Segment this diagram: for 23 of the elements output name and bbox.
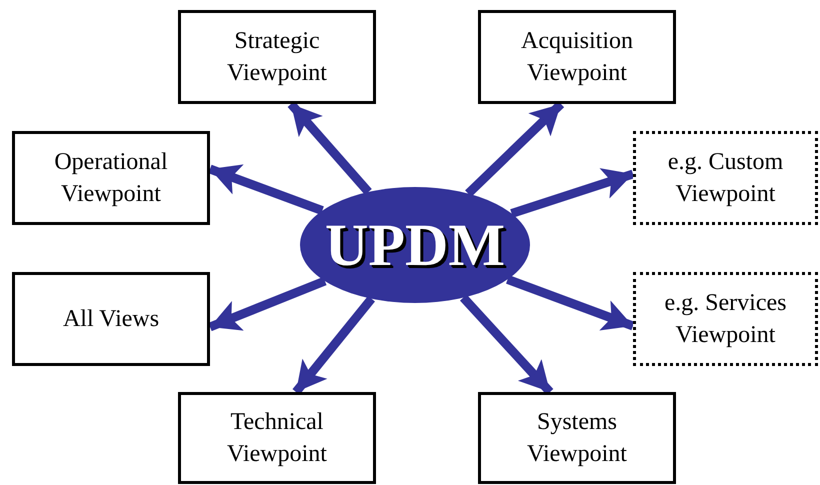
box-label: Systems Viewpoint (526, 408, 628, 469)
title-text: UPDM (325, 213, 505, 277)
viewpoint-box (12, 131, 210, 225)
viewpoint-box (478, 392, 676, 484)
box-label: Strategic Viewpoint (226, 27, 328, 88)
box-label: All Views (62, 305, 160, 334)
box-label: e.g. Services Viewpoint (664, 289, 788, 350)
dotted-viewpoint-box (633, 131, 818, 225)
box-label: Acquisition Viewpoint (520, 27, 634, 88)
ellipse-node (300, 187, 530, 303)
box-label: e.g. Custom Viewpoint (666, 148, 784, 209)
arrow (292, 296, 375, 395)
viewpoint-box (12, 272, 210, 366)
viewpoint-box (478, 10, 676, 104)
arrow (208, 276, 327, 332)
viewpoint-box (178, 10, 376, 104)
box-label: Operational Viewpoint (53, 148, 169, 209)
arrow (510, 168, 634, 218)
viewpoint-box (178, 392, 376, 484)
arrow (208, 164, 324, 215)
box-label: Technical Viewpoint (226, 408, 328, 469)
dotted-viewpoint-box (633, 272, 818, 366)
arrow (506, 275, 635, 331)
